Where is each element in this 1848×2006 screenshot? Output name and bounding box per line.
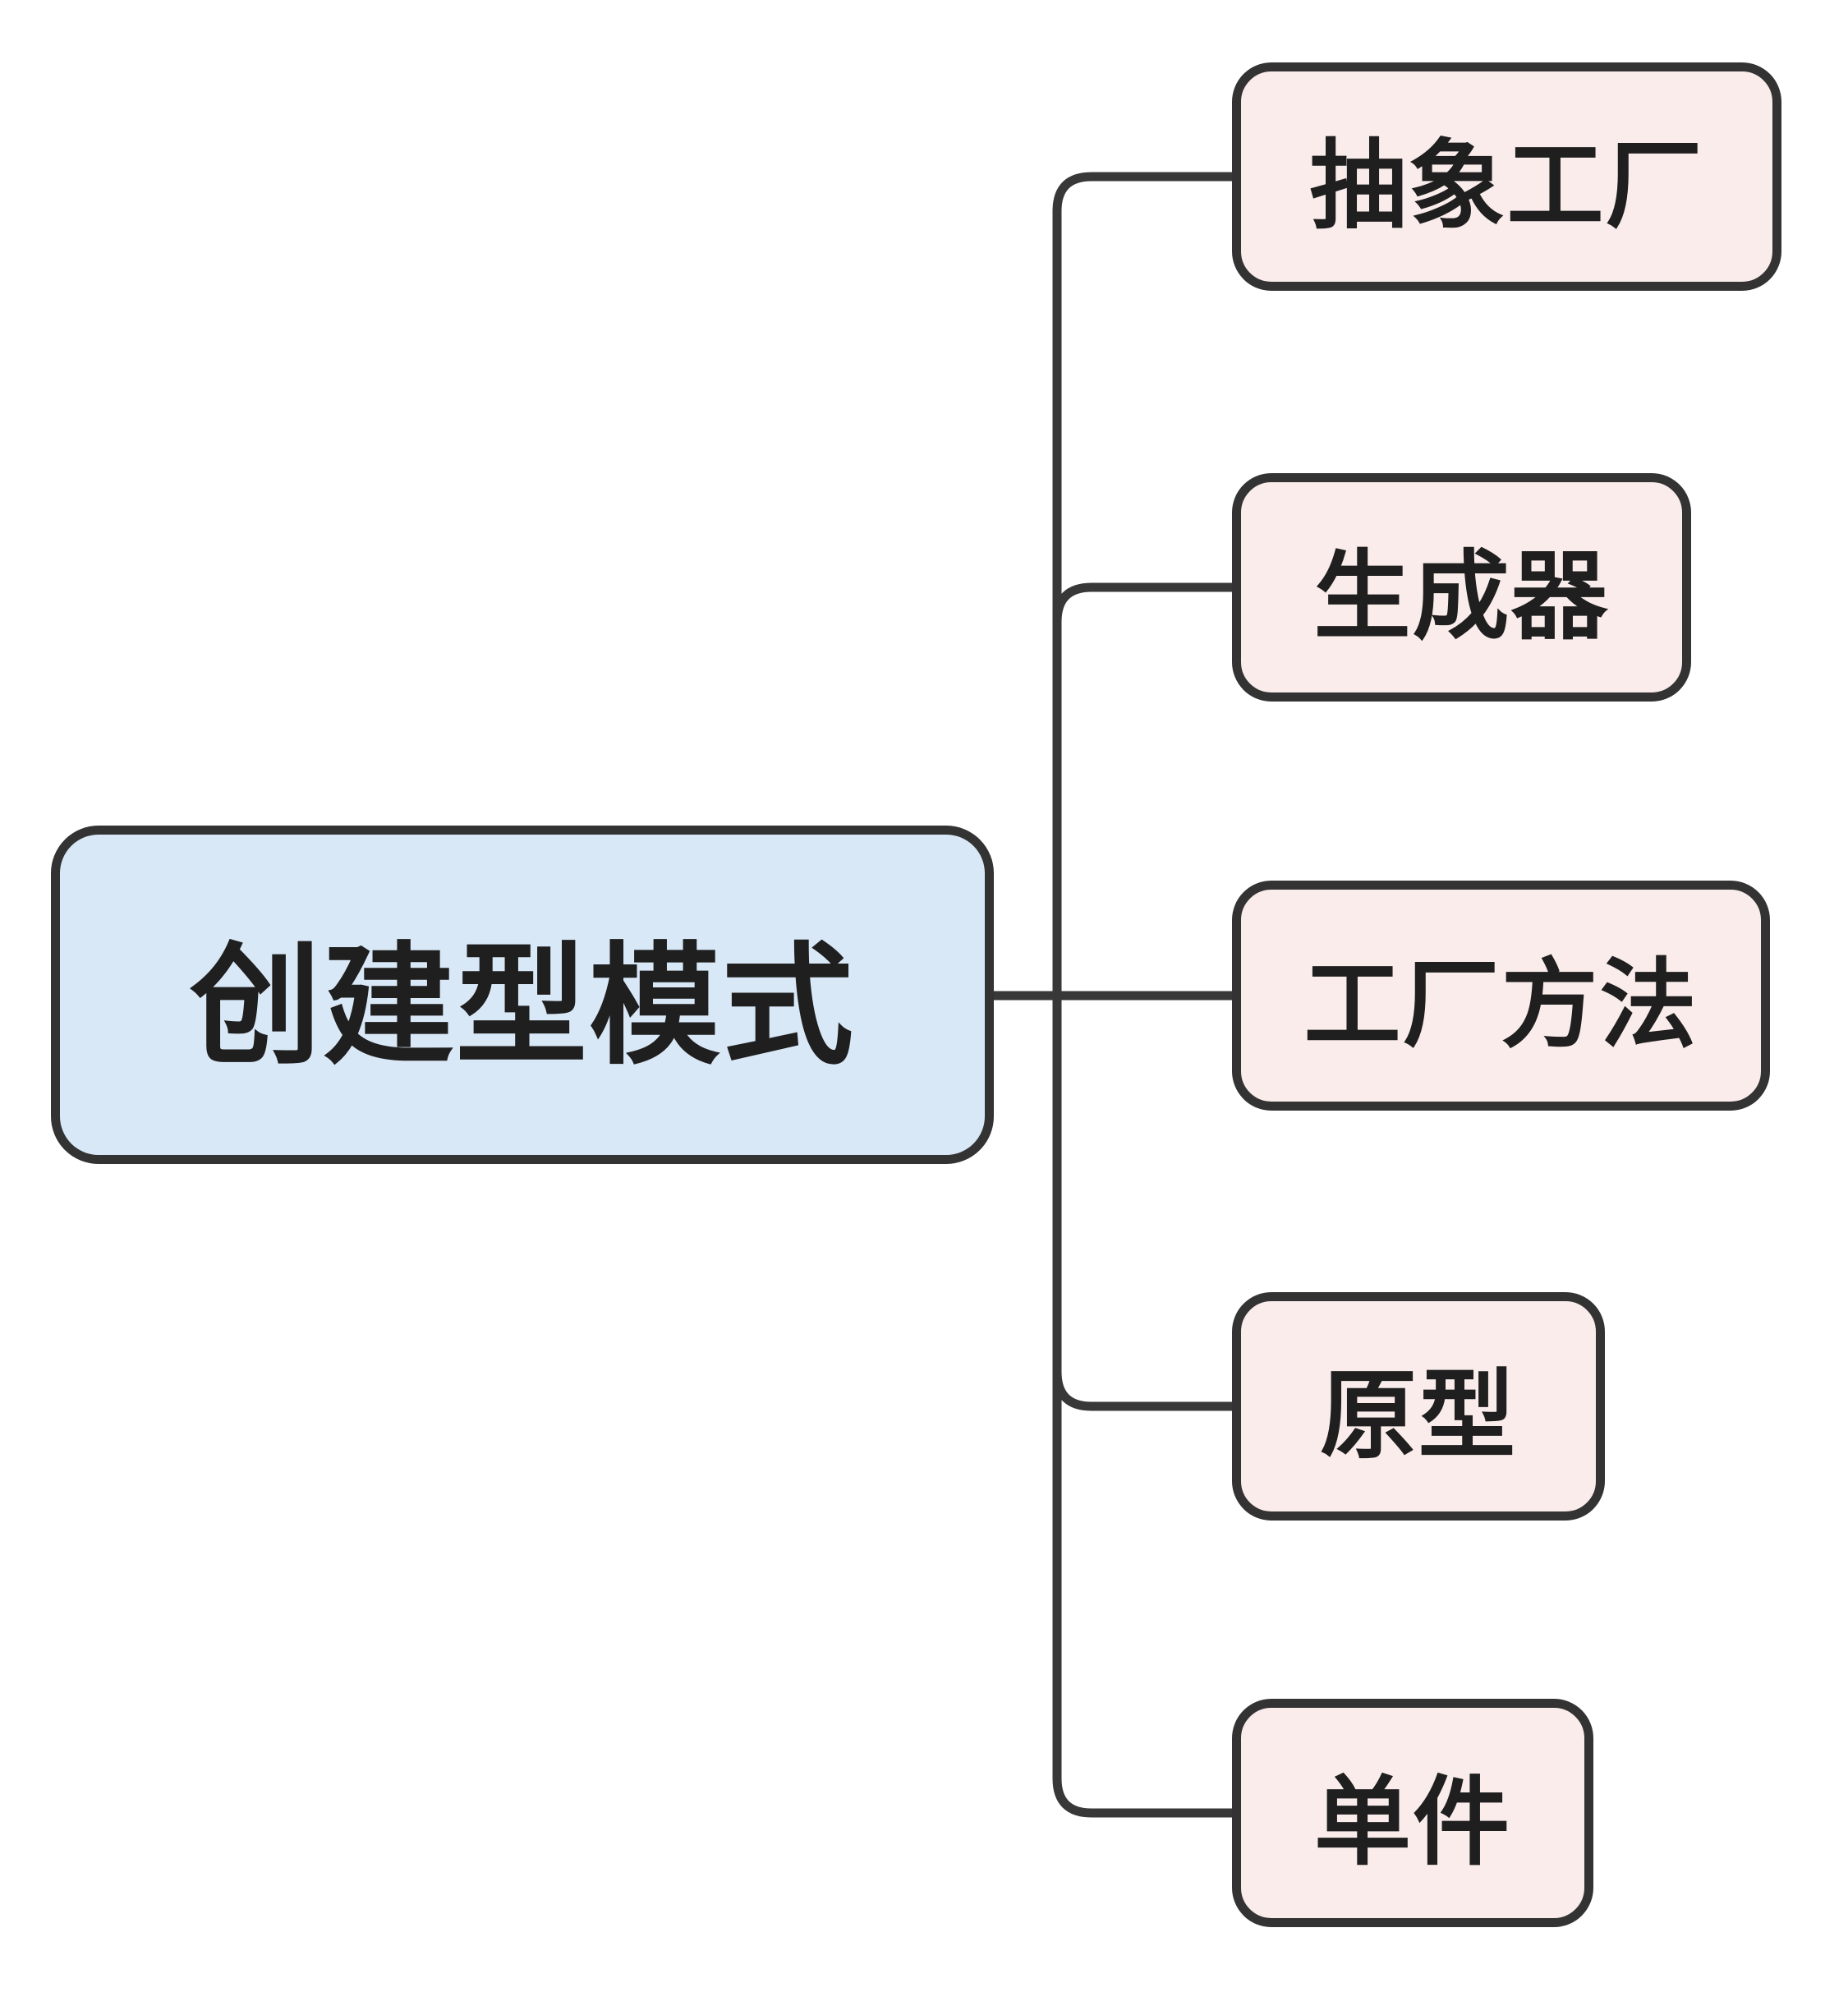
child-node-label: 生成器 bbox=[1313, 542, 1610, 651]
root-node-label: 创建型模式 bbox=[189, 932, 855, 1079]
child-node-label: 原型 bbox=[1319, 1361, 1517, 1470]
connector-root-to-child-prototype bbox=[1052, 996, 1232, 1411]
root-node-creational-patterns[interactable]: 创建型模式 bbox=[51, 826, 994, 1164]
child-node-label: 工厂方法 bbox=[1303, 950, 1699, 1060]
connector-root-to-child-builder bbox=[1052, 582, 1232, 996]
child-node-singleton[interactable]: 单件 bbox=[1232, 1699, 1593, 1927]
child-node-label: 单件 bbox=[1313, 1768, 1511, 1877]
child-node-builder[interactable]: 生成器 bbox=[1232, 473, 1691, 702]
child-node-factory-method[interactable]: 工厂方法 bbox=[1232, 881, 1770, 1111]
connector-root-to-child-singleton bbox=[1052, 996, 1232, 1818]
child-node-abstract-factory[interactable]: 抽象工厂 bbox=[1232, 62, 1781, 291]
child-node-label: 抽象工厂 bbox=[1309, 131, 1704, 241]
child-node-prototype[interactable]: 原型 bbox=[1232, 1292, 1605, 1521]
